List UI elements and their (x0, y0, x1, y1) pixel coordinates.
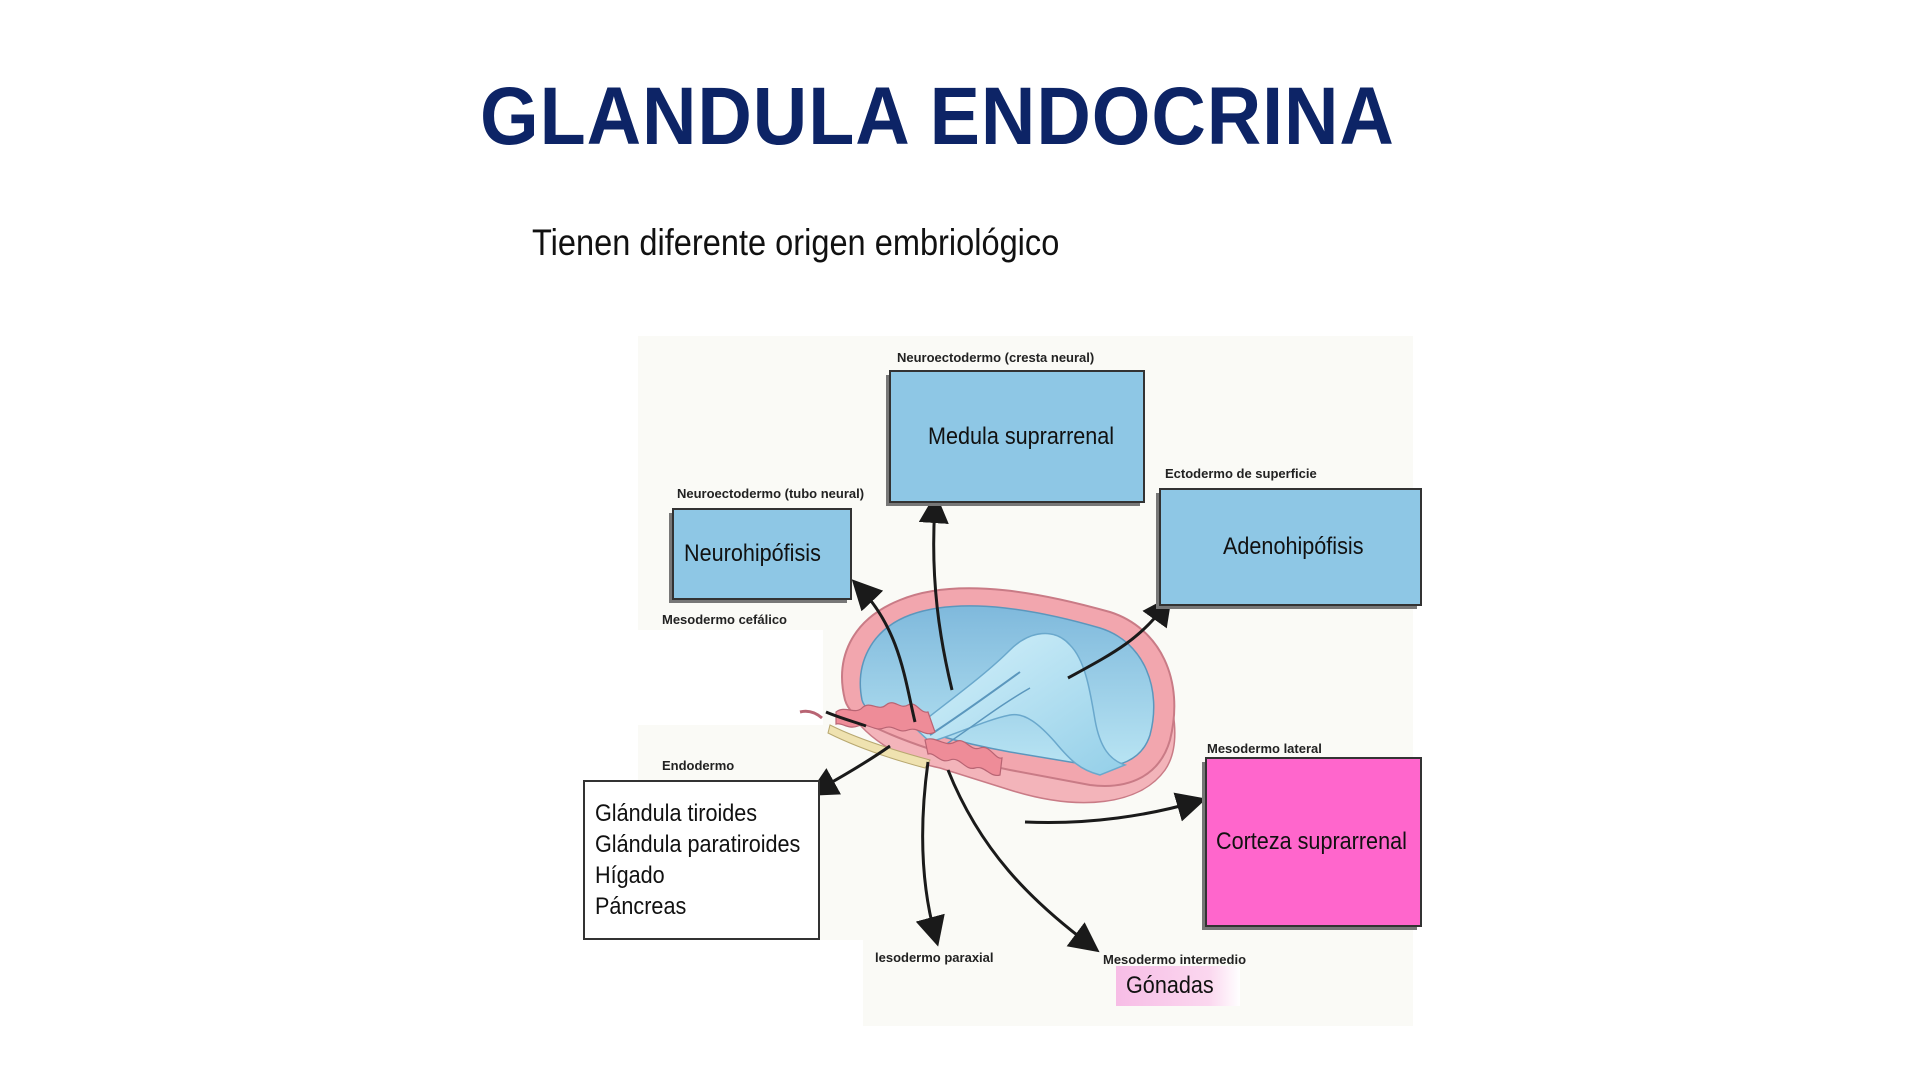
box-corteza-suprarrenal: Corteza suprarrenal (1205, 757, 1422, 927)
label-ectodermo-superficie: Ectodermo de superficie (1165, 466, 1317, 481)
diagram-white-patch (638, 630, 823, 725)
endodermo-item-tiroides: Glándula tiroides (595, 800, 758, 827)
box-adenohipofisis: Adenohipófisis (1159, 488, 1422, 606)
label-mesodermo-lateral: Mesodermo lateral (1207, 741, 1322, 756)
diagram-white-patch (638, 940, 863, 1030)
label-neuroectodermo-tubo: Neuroectodermo (tubo neural) (677, 486, 865, 501)
endodermo-item-higado: Hígado (595, 862, 665, 889)
label-mesodermo-cefalico: Mesodermo cefálico (662, 612, 787, 627)
label-neuroectodermo-cresta: Neuroectodermo (cresta neural) (897, 350, 1095, 365)
box-neurohipofisis: Neurohipófisis (672, 508, 852, 600)
label-mesodermo-intermedio: Mesodermo intermedio (1103, 952, 1247, 967)
box-gonadas: Gónadas (1116, 966, 1240, 1006)
box-gonadas-text: Gónadas (1126, 972, 1214, 999)
box-medula-text: Medula suprarrenal (928, 422, 1115, 450)
slide-subtitle: Tienen diferente origen embriológico (532, 222, 1060, 263)
box-neurohipofisis-text: Neurohipófisis (684, 540, 821, 567)
box-medula-suprarrenal: Medula suprarrenal (889, 370, 1145, 503)
label-mesodermo-paraxial: lesodermo paraxial (875, 950, 994, 965)
box-corteza-text: Corteza suprarrenal (1216, 828, 1407, 855)
endodermo-item-paratiroides: Glándula paratiroides (595, 831, 801, 858)
slide-title: GLANDULA ENDOCRINA (480, 71, 1395, 162)
box-adenohipofisis-text: Adenohipófisis (1223, 533, 1364, 560)
endodermo-item-pancreas: Páncreas (595, 893, 687, 920)
label-endodermo: Endodermo (662, 758, 735, 773)
box-endodermo-derivados: Glándula tiroides Glándula paratiroides … (583, 780, 820, 940)
